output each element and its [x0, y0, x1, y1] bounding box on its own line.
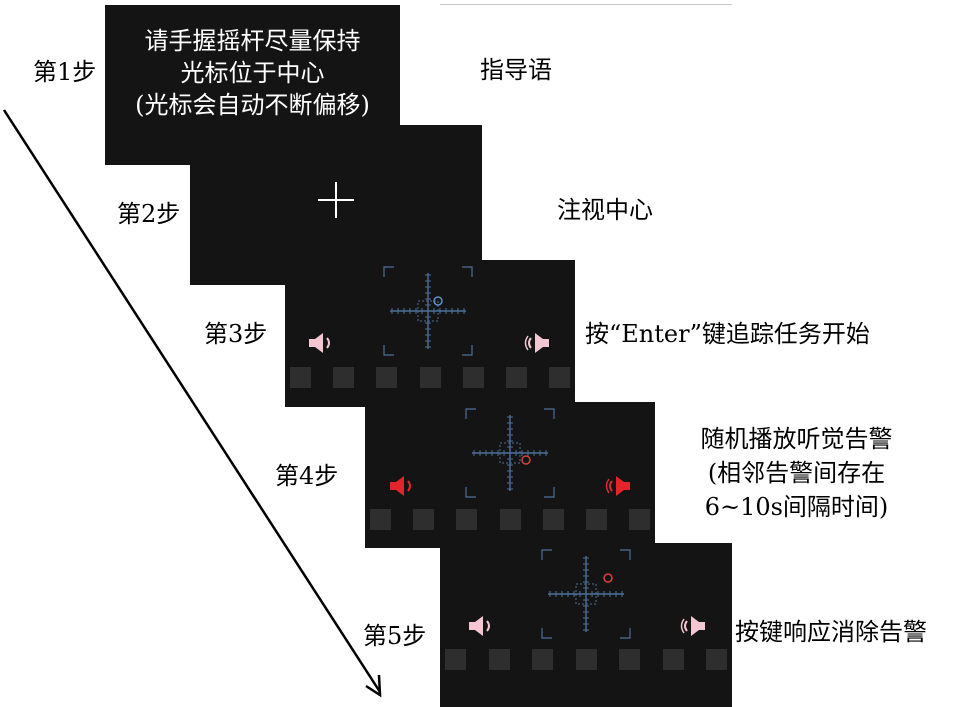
indicator-cell	[333, 367, 354, 388]
indicator-cell	[445, 649, 466, 670]
speaker-right-icon	[524, 333, 549, 353]
tracking-crosshair-icon	[465, 408, 555, 498]
indicator-cell	[290, 367, 311, 388]
indicator-cell	[500, 509, 521, 530]
indicator-cell	[376, 367, 397, 388]
indicator-cell	[629, 509, 650, 530]
step-5-caption: 按键响应消除告警	[735, 618, 927, 646]
tracking-crosshair-icon	[383, 266, 473, 356]
step-1-label: 第1步	[33, 58, 97, 86]
step-3-label: 第3步	[204, 320, 268, 348]
indicator-cell	[370, 509, 391, 530]
step-4-caption-line-3: 6~10s间隔时间)	[704, 493, 889, 521]
speaker-right-icon	[605, 476, 630, 496]
step-4-caption-line-2: (相邻告警间存在	[707, 459, 886, 487]
screen-step-5	[440, 543, 732, 707]
indicator-cell	[489, 649, 510, 670]
step-1-caption: 指导语	[480, 56, 552, 84]
indicator-cell	[463, 367, 484, 388]
step-2-caption: 注视中心	[557, 196, 653, 224]
step-2-label: 第2步	[117, 200, 181, 228]
indicator-cell	[549, 367, 570, 388]
speaker-right-icon	[680, 616, 705, 636]
step-4-label: 第4步	[275, 462, 339, 490]
step-5-label: 第5步	[363, 622, 427, 650]
indicator-cell	[506, 367, 527, 388]
top-divider-line	[440, 4, 732, 5]
indicator-cell	[532, 649, 553, 670]
screen-step-4	[365, 402, 655, 548]
step-4-caption: 随机播放听觉告警 (相邻告警间存在 6~10s间隔时间)	[678, 422, 915, 524]
step-4-caption-line-1: 随机播放听觉告警	[700, 425, 893, 453]
indicator-cell	[663, 649, 684, 670]
instruction-line-1: 请手握摇杆尽量保持	[144, 27, 361, 55]
screen-step-3	[285, 260, 575, 407]
speaker-left-icon	[309, 333, 330, 353]
indicator-cell	[706, 649, 727, 670]
indicator-cell	[413, 509, 434, 530]
tracking-crosshair-icon	[541, 549, 631, 639]
instruction-text: 请手握摇杆尽量保持 光标位于中心 (光标会自动不断偏移)	[105, 25, 400, 121]
instruction-line-3: (光标会自动不断偏移)	[135, 91, 370, 119]
fixation-cross-icon	[318, 182, 354, 218]
speaker-left-icon	[469, 616, 490, 636]
step-3-caption: 按“Enter”键追踪任务开始	[585, 320, 870, 348]
indicator-cell	[586, 509, 607, 530]
indicator-cell	[543, 509, 564, 530]
indicator-cell	[456, 509, 477, 530]
indicator-cell	[420, 367, 441, 388]
speaker-left-icon	[390, 476, 411, 496]
indicator-cell	[619, 649, 640, 670]
instruction-line-2: 光标位于中心	[180, 59, 325, 87]
indicator-cell	[576, 649, 597, 670]
